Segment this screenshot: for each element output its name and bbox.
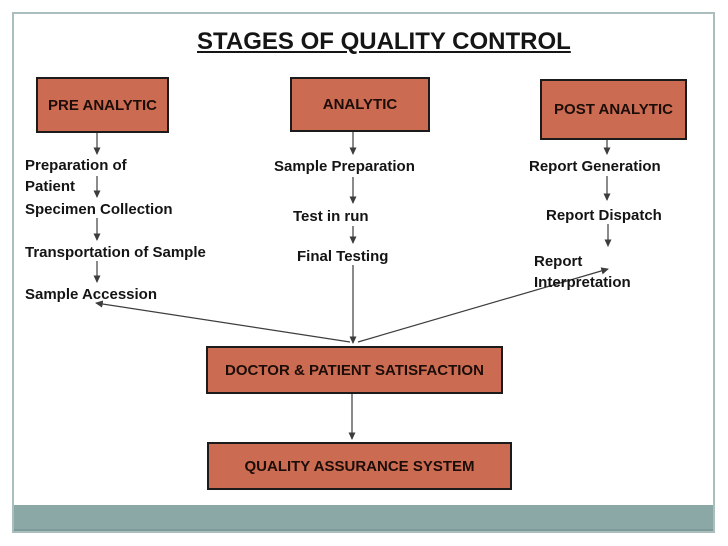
step-final-testing: Final Testing xyxy=(297,248,389,265)
step-report-generation: Report Generation xyxy=(529,158,661,175)
step-sample-accession: Sample Accession xyxy=(25,286,158,303)
step-report-dispatch: Report Dispatch xyxy=(546,207,662,224)
stage-box-pre-analytic: PRE ANALYTIC xyxy=(36,77,169,133)
step-preparation-of-patient: Preparation of Patient xyxy=(25,157,127,195)
step-transportation-of-sample: Transportation of Sample xyxy=(25,244,206,261)
stage-box-post-analytic: POST ANALYTIC xyxy=(540,79,687,140)
footer-bar xyxy=(14,505,713,531)
doctor-patient-satisfaction-box: DOCTOR & PATIENT SATISFACTION xyxy=(206,346,503,394)
step-test-in-run: Test in run xyxy=(293,208,369,225)
page-title: STAGES OF QUALITY CONTROL xyxy=(197,28,571,55)
step-sample-preparation: Sample Preparation xyxy=(274,158,415,175)
step-specimen-collection: Specimen Collection xyxy=(25,201,173,218)
quality-assurance-system-box: QUALITY ASSURANCE SYSTEM xyxy=(207,442,512,490)
stage-box-analytic: ANALYTIC xyxy=(290,77,430,132)
step-report-interpretation: Report Interpretation xyxy=(534,253,631,291)
